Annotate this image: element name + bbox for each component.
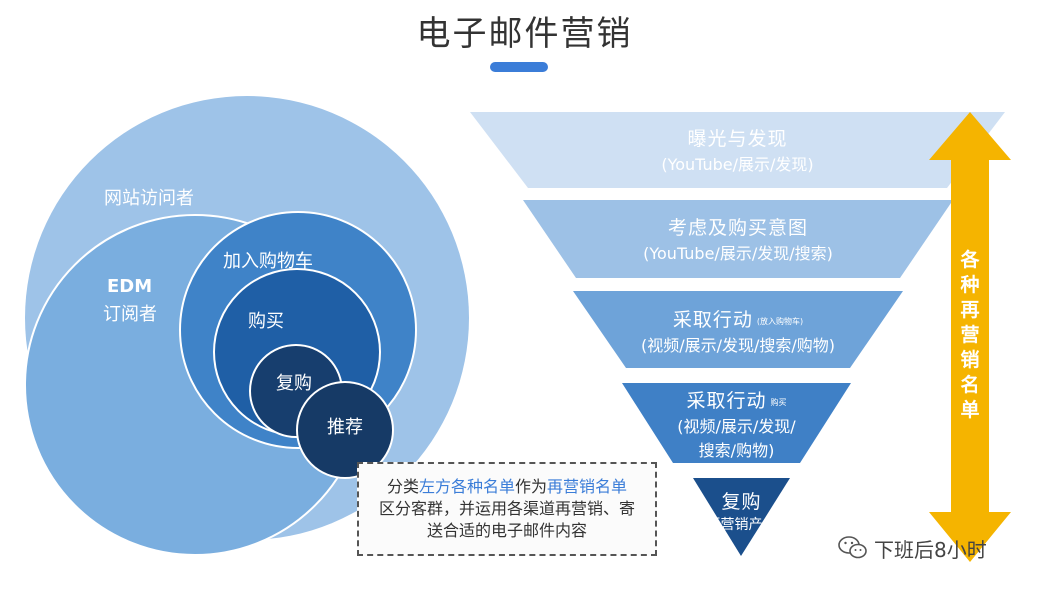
funnel-level-2 <box>523 200 953 278</box>
funnel-text-4: 采取行动购买 (视频/展示/发现/ 搜索/购物) <box>673 386 800 461</box>
funnel-level-5 <box>693 478 790 556</box>
label-repeat: 复购 <box>276 373 312 394</box>
funnel-label-4: 采取行动 <box>686 390 767 412</box>
note-line-1: 分类左方各种名单作为再营销名单 <box>386 477 628 496</box>
note-line-3: 送合适的电子邮件内容 <box>426 521 587 540</box>
funnel-level-4 <box>622 383 851 463</box>
funnel-label-3: 采取行动 <box>672 309 753 331</box>
label-cart: 加入购物车 <box>223 251 313 272</box>
label-visitors: 网站访问者 <box>104 188 194 209</box>
funnel-label-1: 曝光与发现 <box>687 128 788 150</box>
arrow-label: 各种再营销名单 <box>960 249 980 421</box>
funnel-level-1 <box>470 112 1005 188</box>
double-arrow <box>929 112 1011 562</box>
funnel-level-3 <box>573 291 903 368</box>
label-edm-title: EDM <box>107 276 153 297</box>
funnel-small-3: (放入购物车) <box>756 317 804 326</box>
page-title: 电子邮件营销 <box>416 14 633 54</box>
label-buy: 购买 <box>248 311 284 332</box>
funnel-text-1: 曝光与发现 (YouTube/展示/发现) <box>528 124 947 175</box>
funnel-text-3: 采取行动(放入购物车) (视频/展示/发现/搜索/购物) <box>626 305 850 356</box>
funnel-sub-1: (YouTube/展示/发现) <box>661 155 814 174</box>
title-underline <box>490 62 548 72</box>
label-edm-sub: 订阅者 <box>103 304 157 325</box>
label-recommend: 推荐 <box>327 417 363 438</box>
watermark: 下班后8小时 <box>838 533 987 563</box>
funnel-sub-4: (视频/展示/发现/ <box>677 417 796 436</box>
funnel-sub-3: (视频/展示/发现/搜索/购物) <box>640 336 836 355</box>
note-line-2: 区分客群，并运用各渠道再营销、寄 <box>378 499 635 518</box>
funnel-small-4: 购买 <box>770 398 787 407</box>
funnel-label-2: 考虑及购买意图 <box>667 217 808 239</box>
wechat-icon <box>838 536 867 559</box>
funnel-sub2-4: 搜索/购物) <box>698 441 775 460</box>
note-box: 分类左方各种名单作为再营销名单 区分客群，并运用各渠道再营销、寄 送合适的电子邮… <box>357 462 657 556</box>
funnel-sub-2: (YouTube/展示/发现/搜索) <box>643 244 833 263</box>
circle-recommend <box>296 381 394 479</box>
funnel-label-5: 复购 <box>721 491 762 513</box>
watermark-text: 下班后8小时 <box>874 537 987 562</box>
funnel-text-5: 复购 (再营销产品) <box>693 487 790 534</box>
funnel-text-2: 考虑及购买意图 (YouTube/展示/发现/搜索) <box>576 213 900 264</box>
funnel-sub-5: (再营销产品) <box>701 517 782 533</box>
